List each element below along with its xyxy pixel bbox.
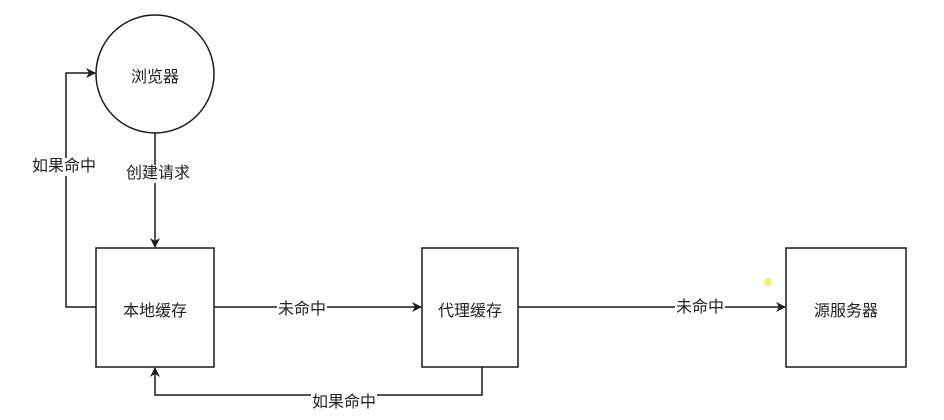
origin-server-node <box>785 247 907 368</box>
edge-local-hit <box>65 68 96 308</box>
proxy-hit-label: 如果命中 <box>310 394 378 412</box>
create-request-label: 创建请求 <box>124 165 192 183</box>
edge-proxy-hit <box>150 367 483 396</box>
local-miss-label: 未命中 <box>276 301 328 319</box>
cursor-dot <box>764 278 772 286</box>
proxy-cache-label: 代理缓存 <box>437 303 503 320</box>
proxy-miss-label: 未命中 <box>674 299 726 317</box>
local-hit-label: 如果命中 <box>30 158 98 176</box>
browser-label: 浏览器 <box>130 69 180 86</box>
local-cache-node <box>95 247 215 368</box>
local-cache-label: 本地缓存 <box>122 303 188 320</box>
proxy-cache-node <box>421 247 519 368</box>
origin-server-label: 源服务器 <box>813 303 879 320</box>
